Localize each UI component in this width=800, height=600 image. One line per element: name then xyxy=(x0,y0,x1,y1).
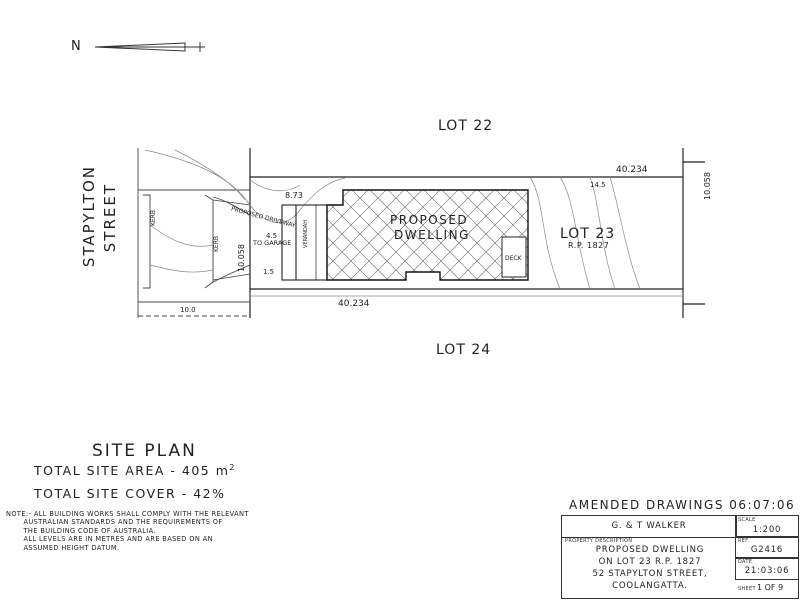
lot-22-label: LOT 22 xyxy=(438,118,494,134)
ref-value: G2416 xyxy=(750,545,784,555)
dim-rear-setback: 14.5 xyxy=(590,181,606,189)
client-cell xyxy=(561,515,737,538)
site-plan-title: SITE PLAN xyxy=(92,441,197,461)
dim-setback-small: 4.5 xyxy=(266,232,278,240)
date-caption: DATE xyxy=(738,559,753,565)
lot-23-label: LOT 23 xyxy=(560,226,616,242)
kerb-upper-label: KERB xyxy=(150,209,157,226)
site-area: TOTAL SITE AREA - 405 m2 xyxy=(34,463,236,478)
road-reserve xyxy=(137,148,251,318)
ref-cell xyxy=(735,536,799,559)
date-value: 21:03:06 xyxy=(744,566,790,576)
building-notes: NOTE:- ALL BUILDING WORKS SHALL COMPLY W… xyxy=(6,510,249,552)
property-caption: PROPERTY DESCRIPTION xyxy=(565,538,633,544)
site-cover: TOTAL SITE COVER - 42% xyxy=(34,486,226,501)
date-cell xyxy=(735,557,799,580)
property-line4: COOLANGATTA. xyxy=(612,581,688,591)
dim-bottom-length: 40.234 xyxy=(338,299,370,309)
dwelling-label-1: PROPOSED xyxy=(390,213,469,227)
contour-lines xyxy=(144,149,641,290)
sheet-caption: SHEET xyxy=(738,586,756,592)
sheet-value: 1 OF 9 xyxy=(757,583,784,592)
dim-right-width: 10.058 xyxy=(703,172,712,200)
scale-caption: SCALE xyxy=(738,517,756,523)
amended-drawings-stamp: AMENDED DRAWINGS 06:07:06 xyxy=(569,498,796,512)
dim-footpath: 10.0 xyxy=(180,306,196,314)
deck-label: DECK xyxy=(505,255,522,262)
proposed-dwelling xyxy=(326,189,529,281)
dim-setback-left: 1.5 xyxy=(263,268,275,276)
property-line1: PROPOSED DWELLING xyxy=(595,545,705,555)
scale-value: 1:200 xyxy=(752,525,782,535)
kerb-lower-label: KERB xyxy=(213,235,220,252)
property-line3: 52 STAPYLTON STREET, xyxy=(592,569,708,579)
street-name-line2: STREET xyxy=(101,183,119,253)
scale-cell xyxy=(735,515,799,538)
north-arrow-icon xyxy=(94,42,205,52)
dim-left-width: 10.058 xyxy=(237,244,246,272)
proposed-driveway xyxy=(212,199,251,281)
property-line2: ON LOT 23 R.P. 1827 xyxy=(598,557,702,567)
site-boundary xyxy=(249,148,705,318)
lot-23-rp-label: R.P. 1827 xyxy=(568,241,610,250)
dim-top-length: 40.234 xyxy=(616,165,648,175)
verandah-label: VERANDAH xyxy=(303,220,309,248)
dimension-ticks xyxy=(249,292,684,300)
lot-24-label: LOT 24 xyxy=(436,342,492,358)
ref-caption: REF. xyxy=(738,538,750,544)
north-label: N xyxy=(71,39,81,54)
client-name: G. & T WALKER xyxy=(611,521,687,531)
dim-setback-top: 8.73 xyxy=(285,191,303,200)
site-area-unit-sup: 2 xyxy=(229,463,237,472)
site-area-text: TOTAL SITE AREA - 405 m xyxy=(34,463,230,479)
dwelling-label-2: DWELLING xyxy=(394,228,470,242)
garage-label: TO GARAGE xyxy=(253,239,292,247)
street-name-line1: STAPYLTON xyxy=(80,165,98,268)
